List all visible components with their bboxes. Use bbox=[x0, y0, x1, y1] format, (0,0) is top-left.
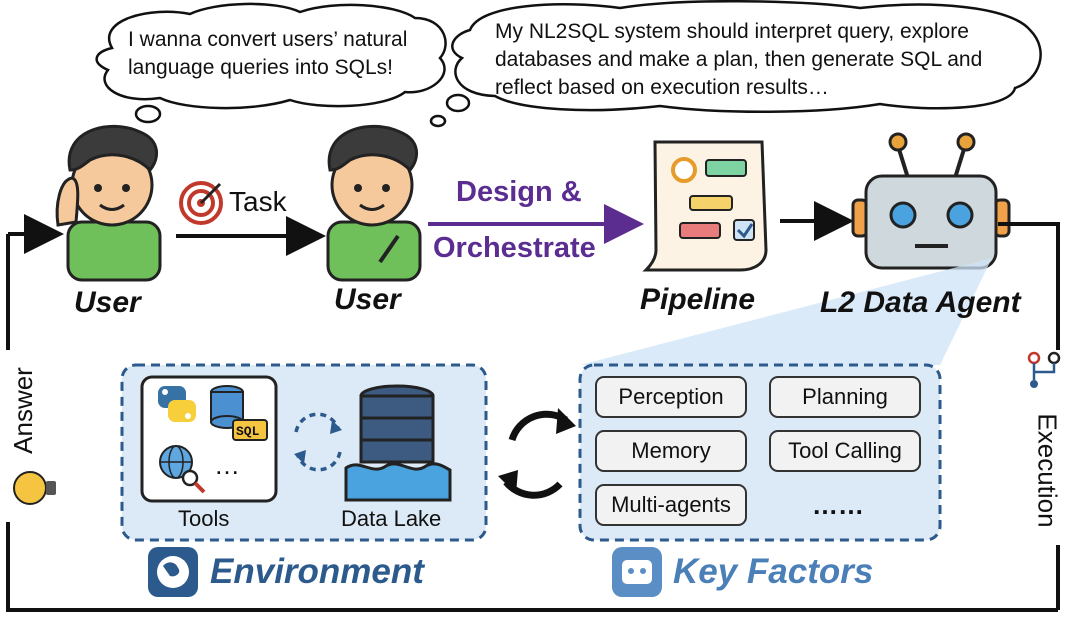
factor-memory: Memory bbox=[595, 430, 747, 472]
sql-tag: SQL bbox=[236, 424, 260, 439]
gear-icon bbox=[671, 157, 697, 183]
lightbulb-icon bbox=[13, 471, 56, 505]
data-lake-icon bbox=[344, 384, 452, 502]
pipeline-document-icon bbox=[642, 140, 768, 272]
robot-icon bbox=[851, 132, 1011, 270]
sync-arrows-icon bbox=[498, 408, 576, 499]
factor-perception: Perception bbox=[595, 376, 747, 418]
tools-label: Tools bbox=[178, 506, 230, 531]
answer-label: Answer bbox=[7, 367, 38, 454]
factor-planning: Planning bbox=[769, 376, 921, 418]
thought-right-text: My NL2SQL system should interpret query,… bbox=[495, 20, 983, 99]
zoom-projection bbox=[580, 258, 992, 365]
cycle-arrows-icon bbox=[294, 412, 342, 472]
data-lake-label: Data Lake bbox=[341, 506, 442, 531]
answer-loop-line bbox=[6, 522, 1058, 612]
user-label-1: User bbox=[74, 286, 141, 319]
execution-label: Execution bbox=[1032, 413, 1063, 528]
agent-label: L2 Data Agent bbox=[820, 286, 1021, 319]
task-label: Task bbox=[229, 186, 287, 217]
factor-tool-calling: Tool Calling bbox=[769, 430, 921, 472]
user-label-2: User bbox=[334, 283, 401, 316]
user-avatar-1 bbox=[55, 124, 162, 282]
environment-globe-badge bbox=[148, 547, 198, 597]
connector-agent-execution bbox=[998, 222, 1060, 350]
factor-multi-agents: Multi-agents bbox=[595, 484, 747, 526]
environment-title: Environment bbox=[210, 552, 424, 591]
pipeline-label: Pipeline bbox=[640, 283, 756, 316]
magnifier-icon bbox=[181, 469, 206, 494]
tools-more: … bbox=[214, 450, 240, 480]
thought-bubble-right bbox=[429, 0, 1042, 128]
user-avatar-2 bbox=[326, 124, 422, 282]
factor-more: …… bbox=[812, 490, 864, 520]
workflow-icon bbox=[1027, 351, 1061, 388]
thought-left-text: I wanna convert users’ natural language … bbox=[128, 28, 408, 79]
design-label: Design & bbox=[456, 176, 582, 208]
globe-icon bbox=[159, 445, 193, 479]
target-icon bbox=[179, 181, 223, 225]
python-icon bbox=[158, 386, 196, 422]
key-factors-title: Key Factors bbox=[673, 552, 874, 591]
orchestrate-label: Orchestrate bbox=[433, 232, 596, 264]
key-factors-robot-badge bbox=[612, 547, 662, 597]
thought-bubble-left bbox=[95, 2, 447, 142]
database-icon bbox=[210, 385, 268, 441]
